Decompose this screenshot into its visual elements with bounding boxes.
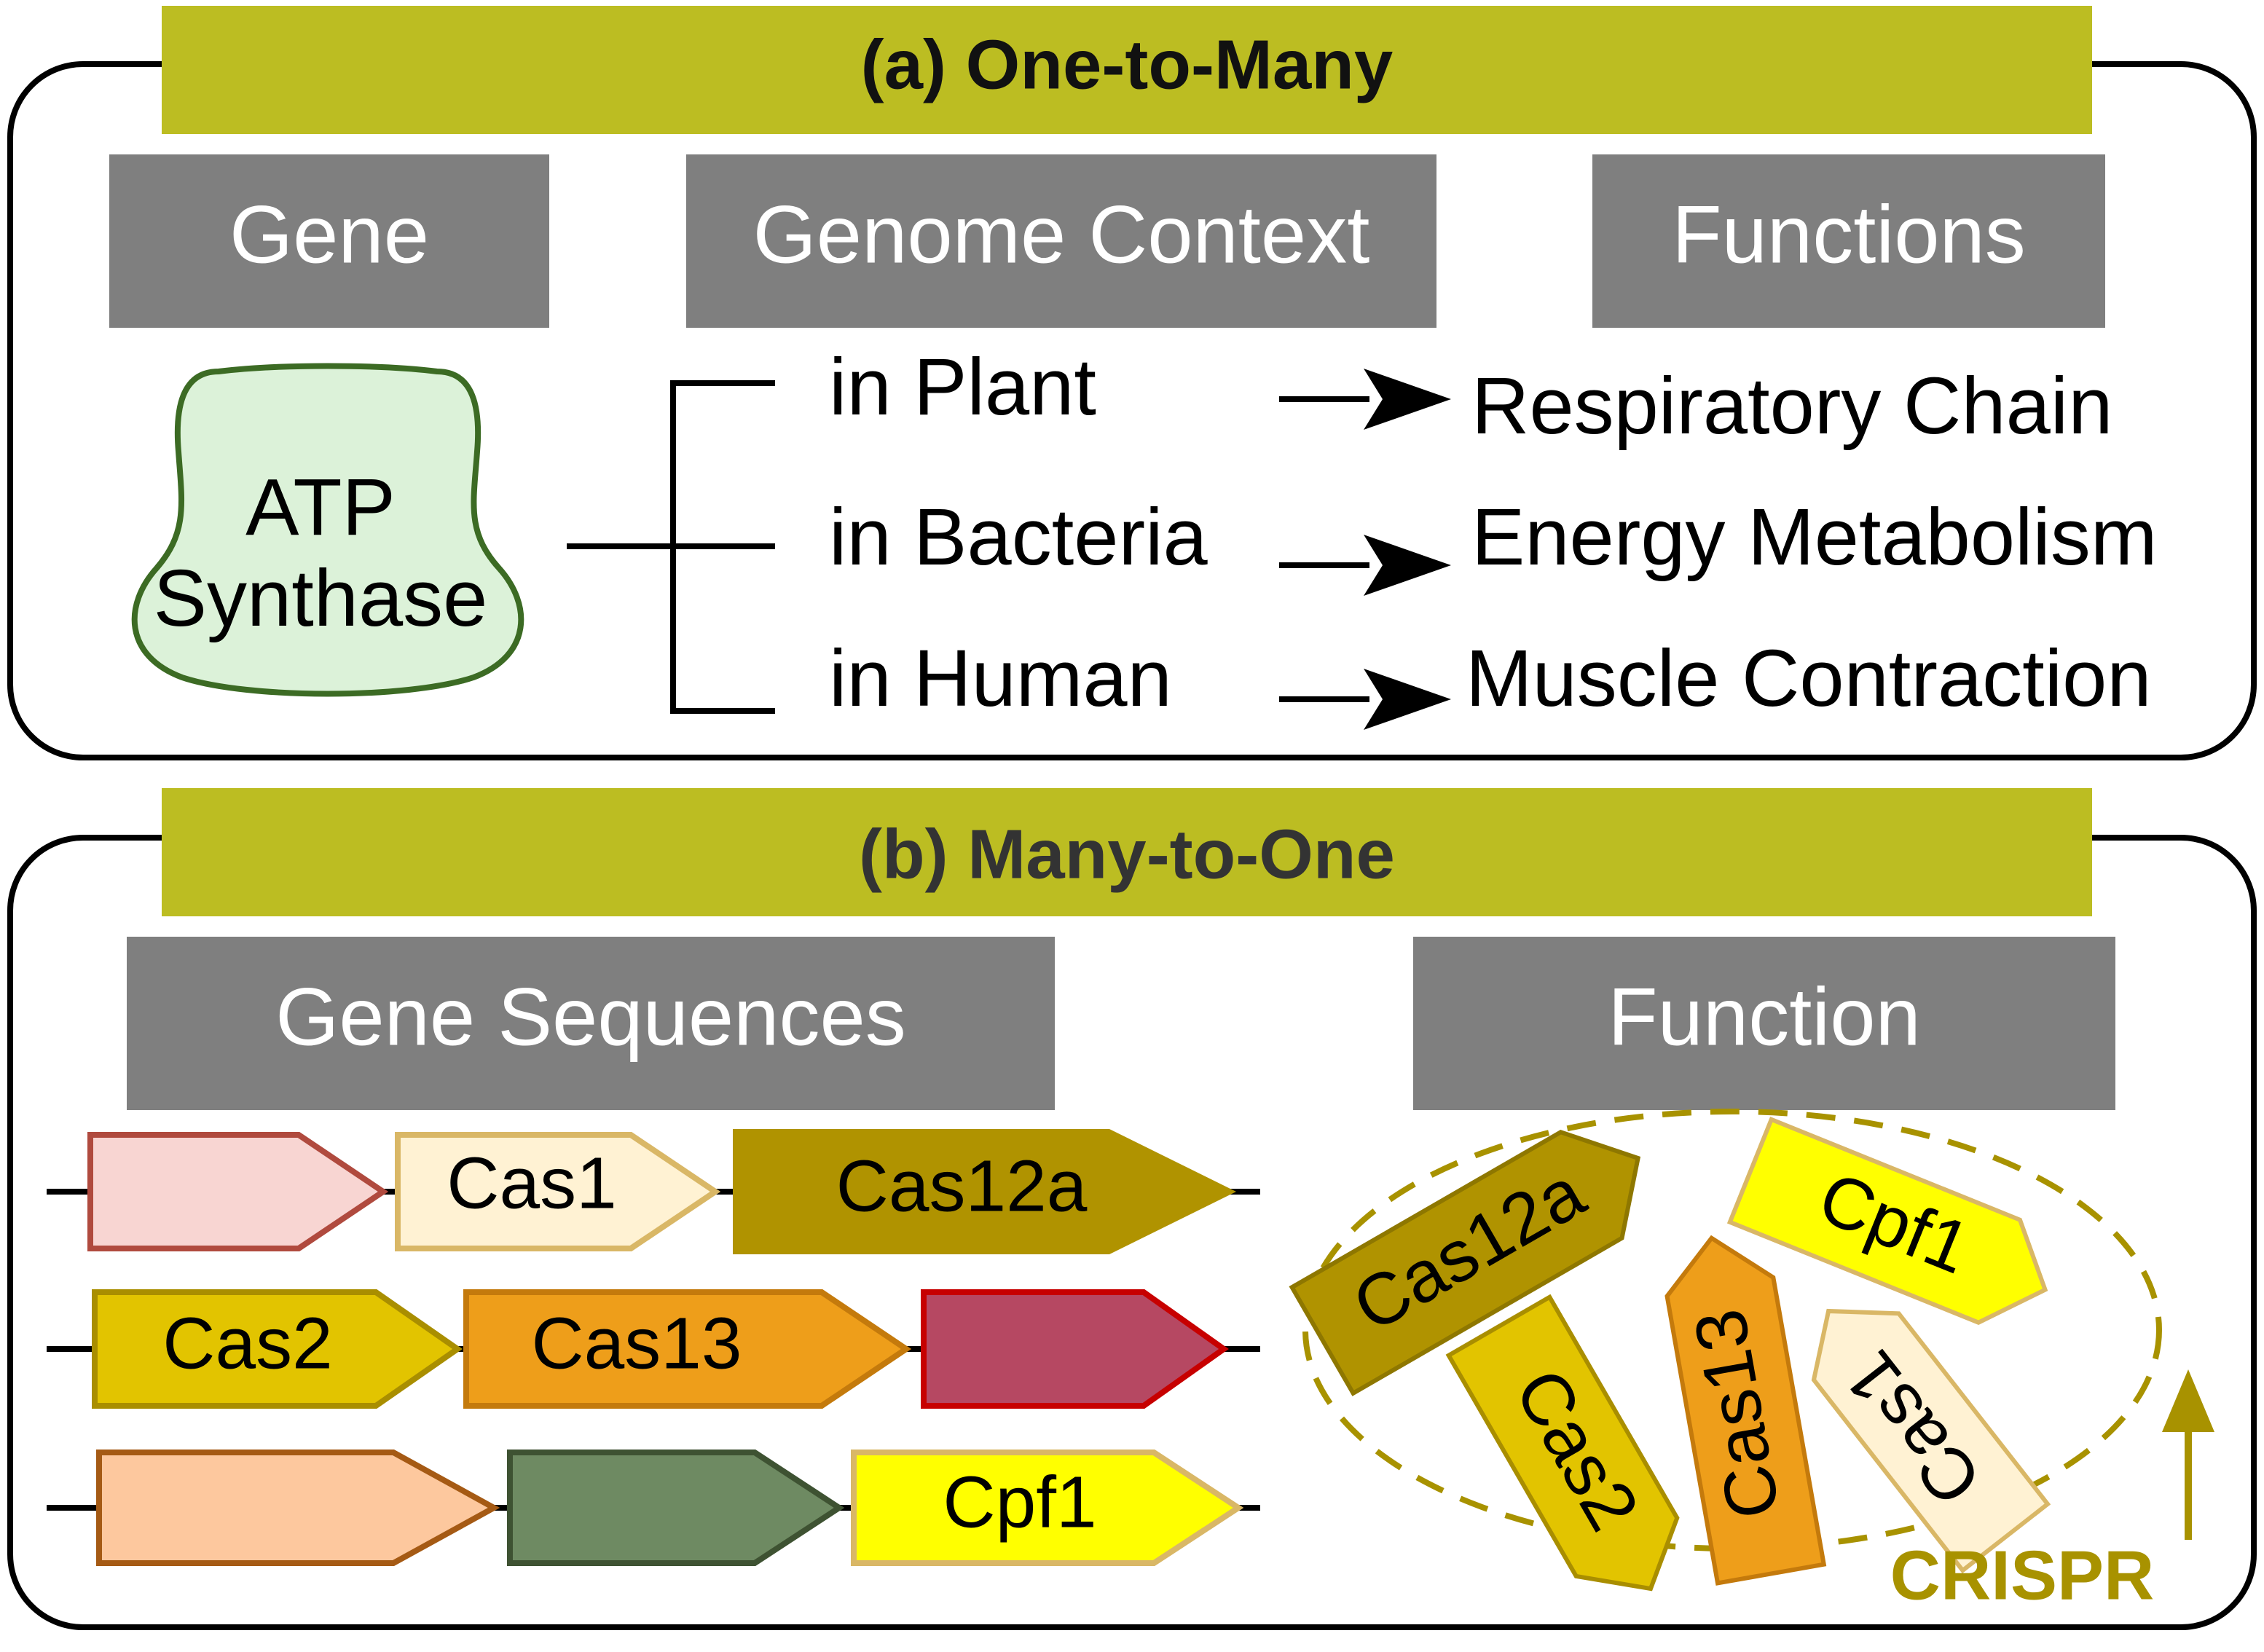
function-cluster: Cas12a Cpf1 Cas13 Cas1 Cas2 bbox=[1289, 1109, 2214, 1614]
gene-sequences-header: Gene Sequences bbox=[275, 972, 906, 1063]
gene-row-3-arrow-1 bbox=[96, 1450, 500, 1566]
gene-row-1-arrow-2 bbox=[395, 1132, 721, 1251]
gene-row-1-label-3: Cas12a bbox=[836, 1145, 1088, 1227]
arrow-human bbox=[1279, 669, 1451, 730]
gene-row-2-label-2: Cas13 bbox=[531, 1302, 742, 1384]
panel-b-title-bar bbox=[162, 788, 2092, 916]
arrow-bacteria bbox=[1279, 535, 1451, 596]
gene-row-1-label-2: Cas1 bbox=[447, 1142, 616, 1224]
gene-row-2-arrow-1 bbox=[92, 1289, 463, 1409]
gene-header-box bbox=[109, 154, 549, 328]
crispr-arrow bbox=[2162, 1369, 2214, 1540]
function-muscle-contraction: Muscle Contraction bbox=[1466, 634, 2152, 723]
gene-row-2-arrow-3 bbox=[921, 1289, 1229, 1409]
context-plant: in Plant bbox=[829, 342, 1096, 432]
gene-row-2: Cas2 Cas13 bbox=[47, 1289, 1260, 1409]
function-energy-metabolism: Energy Metabolism bbox=[1471, 492, 2158, 582]
context-bacteria: in Bacteria bbox=[829, 492, 1208, 582]
gene-header: Gene bbox=[229, 189, 429, 280]
function-respiratory-chain: Respiratory Chain bbox=[1471, 361, 2112, 451]
gene-row-2-label-1: Cas2 bbox=[162, 1302, 332, 1384]
function-header-box bbox=[1413, 937, 2115, 1110]
gene-row-2-arrow-2 bbox=[463, 1289, 912, 1409]
cluster-cas1: Cas1 bbox=[1811, 1308, 2051, 1574]
gene-row-1: Cas1 Cas12a bbox=[47, 1129, 1260, 1254]
panel-b-title: (b) Many-to-One bbox=[859, 815, 1395, 893]
gene-sequences-header-box bbox=[127, 937, 1055, 1110]
panel-a: (a) One-to-Many Gene Genome Context Func… bbox=[7, 6, 2257, 760]
gene-row-1-arrow-1 bbox=[87, 1132, 389, 1251]
atp-label-line1: ATP bbox=[245, 463, 396, 552]
panel-b: (b) Many-to-One Gene Sequences Function … bbox=[7, 788, 2257, 1630]
gene-row-1-arrow-3 bbox=[733, 1129, 1237, 1254]
functions-header-box bbox=[1592, 154, 2105, 328]
genome-context-header: Genome Context bbox=[753, 189, 1370, 280]
gene-row-3-arrow-3 bbox=[851, 1450, 1244, 1566]
context-bracket bbox=[567, 380, 775, 714]
context-human: in Human bbox=[829, 634, 1172, 723]
gene-row-3: Cpf1 bbox=[47, 1450, 1260, 1566]
atp-synthase-shape bbox=[131, 363, 524, 697]
gene-row-3-arrow-2 bbox=[507, 1450, 845, 1566]
crispr-label: CRISPR bbox=[1890, 1536, 2155, 1614]
functions-header: Functions bbox=[1672, 189, 2026, 280]
genome-context-header-box bbox=[686, 154, 1436, 328]
panel-a-title-bar bbox=[162, 6, 2092, 134]
gene-row-3-label-3: Cpf1 bbox=[943, 1461, 1096, 1543]
atp-label-line2: Synthase bbox=[154, 554, 488, 643]
function-header: Function bbox=[1608, 972, 1921, 1063]
function-cluster-ellipse bbox=[1302, 1109, 2162, 1551]
arrow-plant bbox=[1279, 369, 1451, 430]
cluster-cas2: Cas2 bbox=[1445, 1294, 1680, 1592]
cluster-cas13: Cas13 bbox=[1664, 1235, 1827, 1586]
panel-a-title: (a) One-to-Many bbox=[861, 25, 1394, 103]
